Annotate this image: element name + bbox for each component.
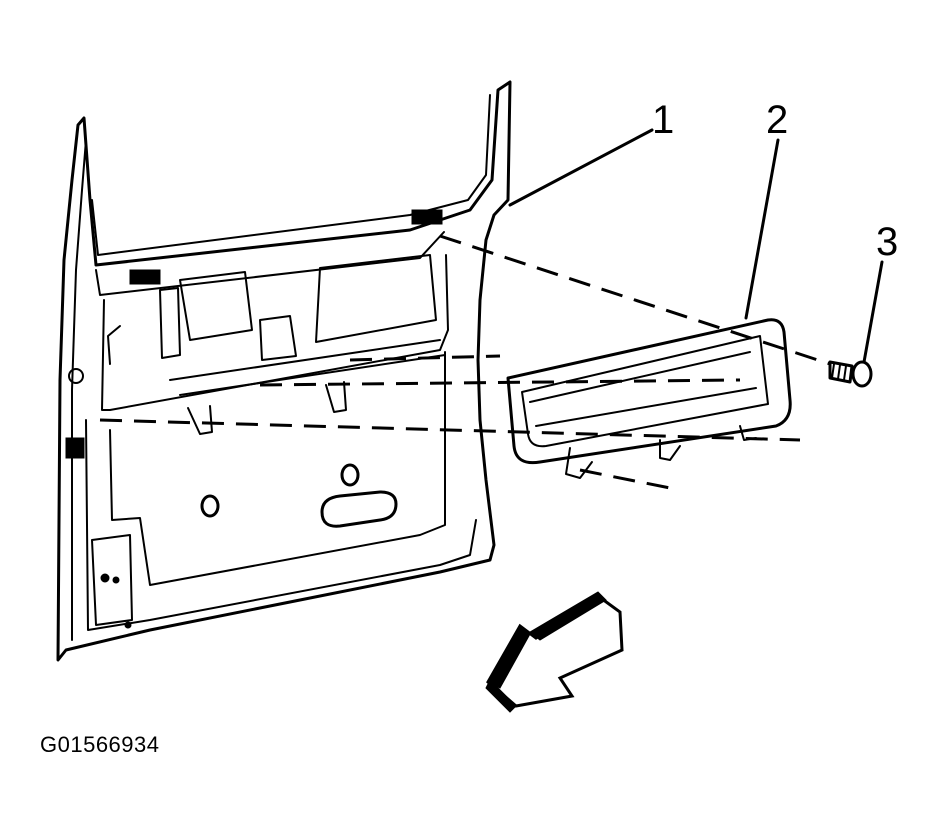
callout-label-2: 2 [766, 98, 789, 142]
direction-arrow [485, 591, 624, 713]
leader-lines [508, 128, 884, 364]
figure-id: G01566934 [40, 732, 160, 757]
alignment-lines [99, 234, 831, 492]
screw [828, 360, 873, 388]
door-panel-pocket [506, 318, 792, 479]
leader-line-2 [744, 138, 780, 320]
door-shell [56, 80, 512, 662]
callout-label-1: 1 [652, 98, 675, 142]
leader-line-1 [508, 128, 654, 207]
leader-line-3 [862, 260, 884, 364]
callout-label-3: 3 [876, 220, 899, 264]
